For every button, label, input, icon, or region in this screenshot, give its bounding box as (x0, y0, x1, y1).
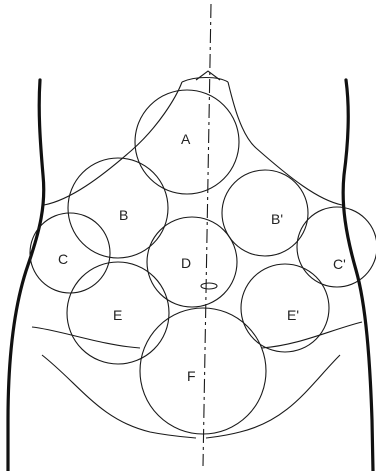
label-d: D (181, 255, 191, 271)
left-costal-margin (44, 82, 182, 205)
label-c-prime: C' (333, 256, 346, 272)
region-circle-f (140, 308, 266, 434)
label-b-prime: B' (271, 211, 283, 227)
left-inguinal-curve (42, 355, 196, 438)
region-circle-c (30, 213, 110, 293)
left-iliac-line (32, 327, 140, 348)
region-circle-c-prime (297, 207, 376, 287)
label-e: E (113, 307, 122, 323)
umbilicus (201, 283, 217, 289)
right-inguinal-curve (206, 355, 340, 438)
region-circle-d (147, 217, 237, 307)
label-e-prime: E' (287, 307, 299, 323)
xiphoid-arch (182, 78, 228, 83)
right-costal-margin (228, 82, 342, 205)
label-b: B (119, 207, 128, 223)
right-flank-outline (343, 80, 373, 471)
left-flank-outline (8, 80, 44, 471)
region-circle-b-prime (222, 170, 308, 256)
label-a: A (181, 131, 191, 147)
label-f: F (187, 368, 196, 384)
region-circle-e-prime (241, 264, 329, 352)
right-iliac-line (262, 322, 362, 348)
region-circle-b (68, 158, 168, 258)
label-c: C (58, 251, 68, 267)
